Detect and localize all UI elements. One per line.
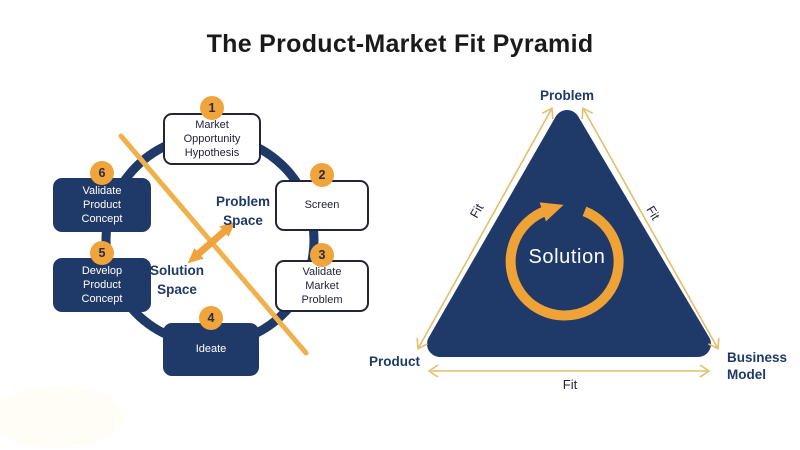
solution-center-label: Solution <box>528 246 606 268</box>
step-box-1: 1 Market Opportunity Hypothesis <box>163 96 261 165</box>
pyramid-business-model-label: Business Model <box>727 350 788 382</box>
problem-space-label: Problem Space <box>215 194 270 228</box>
fit-arrow-right <box>581 106 720 351</box>
step-label-5: Develop Product Concept <box>81 264 123 306</box>
space-double-arrow-icon <box>187 221 236 264</box>
fit-arrow-left <box>416 106 554 351</box>
pyramid-problem-label: Problem <box>539 88 594 103</box>
step-label-4: Ideate <box>195 343 227 356</box>
step-badge-6: 6 <box>90 161 114 185</box>
step-badge-3: 3 <box>310 243 334 267</box>
step-badge-2: 2 <box>310 163 334 187</box>
step-label-3: Validate Market Problem <box>301 265 343 307</box>
watermark-blob <box>0 386 124 448</box>
solution-space-label: Solution Space <box>150 263 204 297</box>
step-box-6: 6 Validate Product Concept <box>53 161 151 232</box>
step-box-2: 2 Screen <box>275 163 369 231</box>
page-title: The Product-Market Fit Pyramid <box>206 30 594 58</box>
step-badge-4: 4 <box>199 306 223 330</box>
solution-cycle-arrow-icon <box>505 202 624 321</box>
step-label-2: Screen <box>304 199 340 212</box>
step-label-6: Validate Product Concept <box>81 184 123 226</box>
fit-label-bottom: Fit <box>562 377 578 392</box>
pyramid-product-label: Product <box>368 354 420 369</box>
step-badge-5: 5 <box>90 241 114 265</box>
step-box-3: 3 Validate Market Problem <box>275 243 369 312</box>
step-badge-1: 1 <box>200 96 224 120</box>
step-box-4: 4 Ideate <box>163 306 259 376</box>
step-box-5: 5 Develop Product Concept <box>53 241 151 312</box>
step-label-1: Market Opportunity Hypothesis <box>183 118 241 160</box>
